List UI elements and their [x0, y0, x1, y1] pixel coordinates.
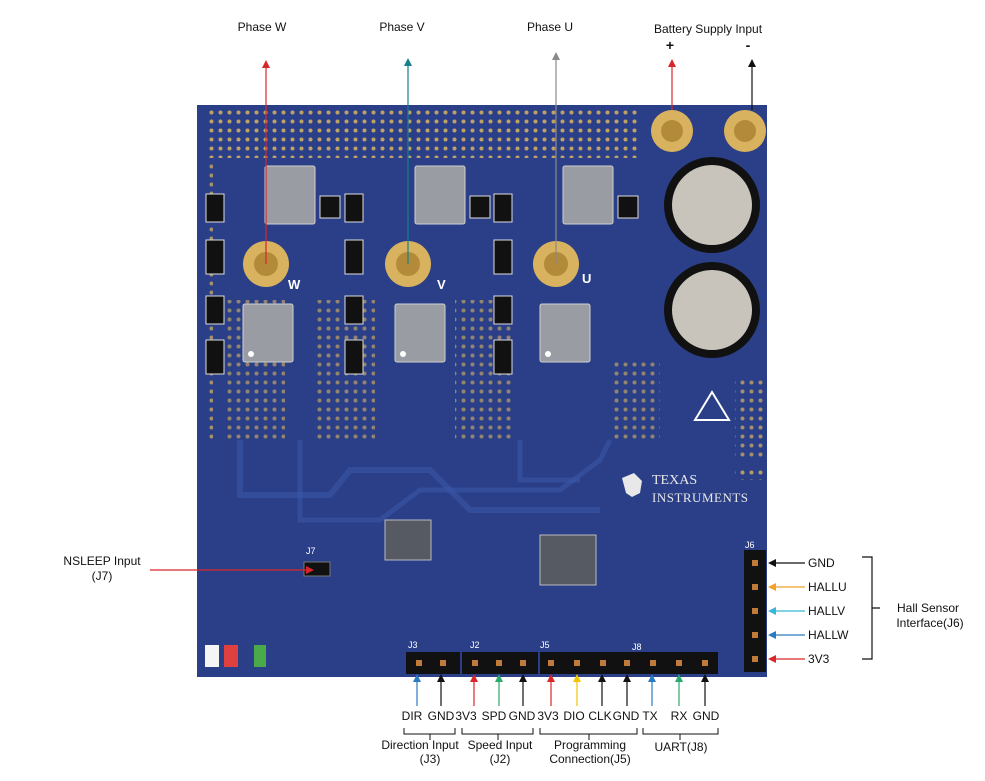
j5-3v3-label: 3V3 [537, 709, 559, 723]
ic-u1 [539, 534, 597, 586]
hall-interface-label: Interface(J6) [896, 616, 964, 630]
mosfet-q1 [562, 165, 614, 225]
nsleep-j7-label: (J7) [91, 569, 113, 583]
battery-minus-label: - [745, 37, 751, 53]
j8-silk: J8 [632, 642, 642, 652]
board-phase-w-mark: W [288, 277, 301, 292]
mosfet-q3 [264, 165, 316, 225]
j8-gnd-label: GND [692, 709, 720, 723]
uart-label: UART(J8) [654, 740, 708, 754]
battery-pads [651, 110, 766, 152]
programming-label: Programming [553, 738, 627, 752]
mosfet-q4 [394, 303, 446, 363]
ti-logo-icon [622, 473, 642, 497]
mosfet-q5 [242, 303, 294, 363]
hallu-label: HALLU [808, 580, 847, 594]
mosfet-q6 [539, 303, 591, 363]
ti-brand-line2: INSTRUMENTS [652, 490, 749, 505]
j5-silk: J5 [540, 640, 550, 650]
hallw-label: HALLW [808, 628, 849, 642]
passive-components [205, 193, 639, 375]
dir-label: DIR [401, 709, 423, 723]
direction-j3-label: (J3) [419, 752, 441, 766]
j5-gnd-label: GND [612, 709, 640, 723]
direction-bracket [403, 728, 456, 740]
j2-3v3-label: 3V3 [455, 709, 477, 723]
speed-j2-label: (J2) [489, 752, 511, 766]
direction-input-label: Direction Input [381, 738, 459, 752]
j3-silk: J3 [408, 640, 418, 650]
phase-v-label: Phase V [379, 20, 425, 34]
connector-pins [416, 560, 758, 666]
hallv-label: HALLV [808, 604, 846, 618]
hall-sensor-label: Hall Sensor [896, 601, 960, 615]
clk-label: CLK [588, 709, 612, 723]
j6-silk: J6 [745, 540, 755, 550]
mosfet-q2 [414, 165, 466, 225]
j6-gnd-label: GND [808, 556, 835, 570]
rx-label: RX [670, 709, 688, 723]
speed-bracket [461, 728, 534, 740]
j2-silk: J2 [470, 640, 480, 650]
uart-bracket [642, 728, 719, 740]
j7-silk: J7 [306, 546, 316, 556]
spd-label: SPD [481, 709, 507, 723]
speed-input-label: Speed Input [467, 738, 533, 752]
j2-gnd-label: GND [508, 709, 536, 723]
j6-3v3-label: 3V3 [808, 652, 830, 666]
programming-j5-label: Connection(J5) [549, 752, 631, 766]
connector-j7 [303, 561, 331, 577]
phase-u-label: Phase U [526, 20, 574, 34]
dio-label: DIO [563, 709, 585, 723]
leds [205, 645, 266, 667]
board-phase-u-mark: U [582, 271, 592, 286]
ic-u2 [384, 519, 432, 561]
battery-plus-label: + [665, 37, 675, 53]
tx-label: TX [642, 709, 658, 723]
phase-w-label: Phase W [237, 20, 287, 34]
connector-j5 [540, 652, 640, 674]
connector-j3 [406, 652, 460, 674]
j3-gnd-label: GND [427, 709, 455, 723]
bulk-capacitors [664, 157, 760, 421]
board-phase-v-mark: V [437, 277, 446, 292]
nsleep-label: NSLEEP Input [63, 554, 141, 568]
hall-brace [862, 556, 880, 660]
programming-bracket [539, 728, 638, 740]
ti-brand-line1: TEXAS [652, 473, 698, 488]
battery-supply-label: Battery Supply Input [653, 22, 763, 36]
